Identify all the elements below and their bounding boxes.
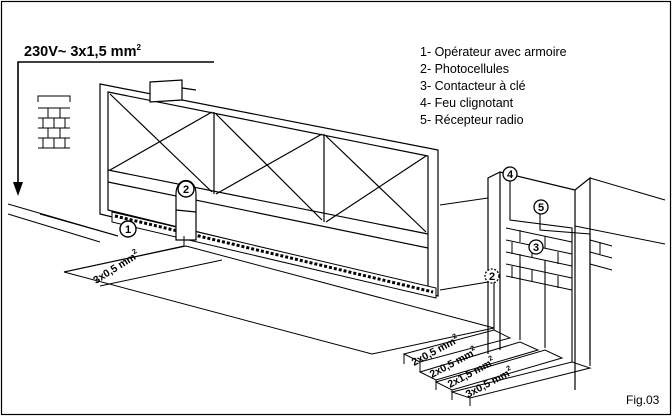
floor-cable-right <box>402 329 592 406</box>
marker-2-pillar: 2 <box>484 268 500 284</box>
legend-item-3: 3- Contacteur à clé <box>420 79 526 93</box>
cable-label-left: 3x0,5 mm2 <box>91 248 142 287</box>
legend: 1- Opérateur avec armoire 2- Photocellul… <box>420 45 567 127</box>
figure-label: Fig.03 <box>626 393 660 407</box>
right-brick-pattern <box>505 227 613 291</box>
sliding-gate <box>99 83 439 297</box>
marker-5: 5 <box>533 199 549 215</box>
marker-4: 4 <box>502 166 518 182</box>
right-wiring <box>493 180 591 366</box>
supply-label: 230V~ 3x1,5 mm2 <box>24 43 141 60</box>
supply-cable <box>13 61 214 196</box>
svg-text:1: 1 <box>125 224 131 236</box>
svg-text:2: 2 <box>183 184 189 196</box>
legend-item-4: 4- Feu clignotant <box>420 96 514 110</box>
svg-text:4: 4 <box>507 169 514 181</box>
motor-housing <box>149 79 197 103</box>
svg-text:3: 3 <box>533 242 539 254</box>
svg-text:2: 2 <box>489 271 495 283</box>
legend-item-1: 1- Opérateur avec armoire <box>420 45 567 59</box>
gate-rail <box>111 211 437 299</box>
legend-item-2: 2- Photocellules <box>420 62 509 76</box>
marker-3: 3 <box>528 239 544 255</box>
svg-text:5: 5 <box>538 202 544 214</box>
left-brick-pillar <box>37 95 71 149</box>
marker-1: 1 <box>119 220 137 238</box>
marker-2-post: 2 <box>177 180 195 198</box>
legend-item-5: 5- Récepteur radio <box>420 113 524 127</box>
